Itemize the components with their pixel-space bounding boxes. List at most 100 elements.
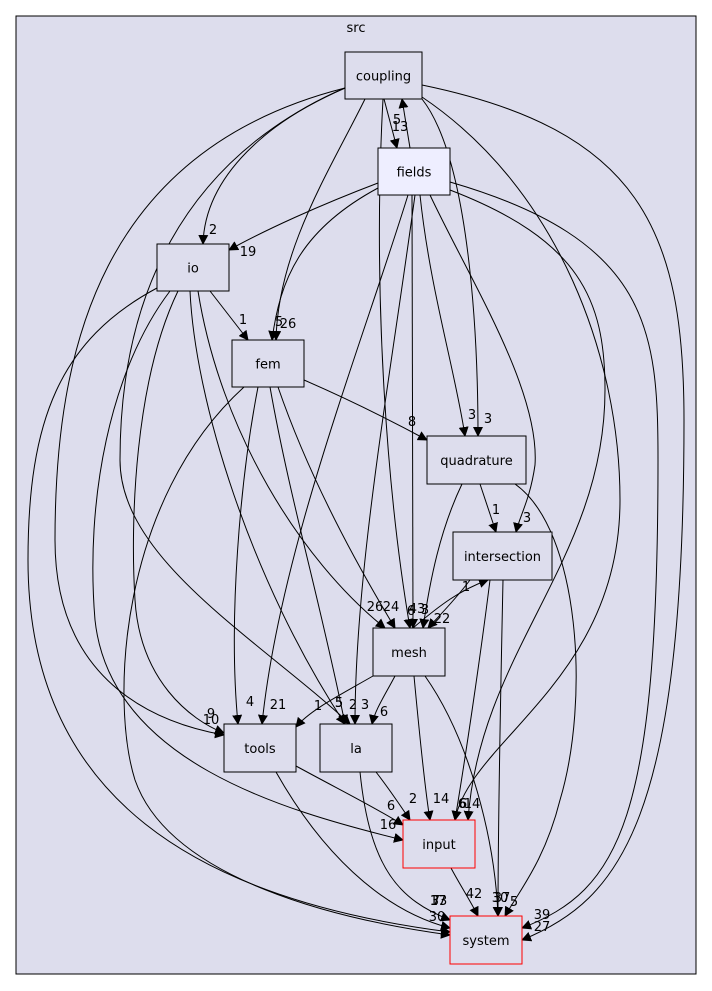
edge-fields-to-io[interactable] (228, 182, 379, 251)
edge-mesh-to-intersection[interactable] (412, 578, 489, 629)
edge-fem-to-la[interactable] (269, 386, 349, 725)
edge-label-mesh-to-tools: 1 (314, 699, 322, 714)
edge-quadrature-to-system[interactable] (504, 483, 577, 917)
edge-coupling-to-input[interactable] (421, 96, 621, 821)
edge-fields-to-system[interactable] (449, 181, 659, 930)
edge-label-fields-to-intersection: 3 (523, 511, 531, 526)
edge-fields-to-fem[interactable] (268, 187, 379, 341)
edge-label-fem-to-la: 5 (335, 696, 343, 711)
node-system[interactable]: system (449, 915, 523, 965)
edge-fem-to-mesh[interactable] (277, 386, 396, 629)
edge-fields-to-quadrature[interactable] (419, 194, 469, 437)
node-tools[interactable]: tools (223, 723, 297, 773)
edge-label-fields-to-quadrature: 3 (468, 408, 476, 423)
edge-io-to-mesh[interactable] (197, 290, 386, 629)
edge-label-la-to-system: 7 (432, 894, 440, 909)
edge-label-coupling-to-la: 2 (349, 698, 357, 713)
node-box-io[interactable] (156, 243, 230, 292)
node-box-la[interactable] (319, 723, 393, 773)
node-fem[interactable]: fem (231, 339, 305, 388)
edge-label-fem-to-mesh: 24 (383, 600, 400, 615)
node-mesh[interactable]: mesh (372, 627, 446, 677)
edge-fields-to-mesh[interactable] (407, 194, 418, 629)
node-box-quadrature[interactable] (426, 435, 527, 485)
node-label-coupling: coupling (356, 70, 411, 85)
edge-quadrature-to-intersection[interactable] (479, 483, 498, 533)
edge-label-mesh-to-intersection: 1 (462, 580, 470, 595)
node-box-input[interactable] (402, 819, 476, 869)
edge-coupling-to-la[interactable] (119, 87, 351, 725)
edge-fields-to-la[interactable] (350, 194, 416, 725)
edge-mesh-to-la[interactable] (369, 675, 396, 725)
node-label-io: io (187, 262, 199, 277)
edge-label-io-to-tools: 9 (207, 707, 215, 722)
edge-label-mesh-to-system: 37 (494, 891, 511, 906)
edge-label-fields-to-mesh: 43 (409, 602, 426, 617)
edge-input-to-system[interactable] (450, 867, 479, 917)
edge-intersection-to-system[interactable] (493, 579, 504, 917)
edge-tools-to-input[interactable] (295, 765, 404, 826)
node-box-tools[interactable] (223, 723, 297, 773)
edge-io-to-tools[interactable] (132, 290, 225, 735)
edge-mesh-to-system[interactable] (424, 675, 503, 917)
edge-label-coupling-to-input: 6 (458, 797, 466, 812)
edge-fields-to-tools[interactable] (257, 194, 409, 725)
edge-io-to-input[interactable] (92, 290, 404, 843)
node-fields[interactable]: fields (377, 147, 451, 196)
edge-label-io-to-mesh: 26 (367, 600, 384, 615)
node-box-mesh[interactable] (372, 627, 446, 677)
node-box-fields[interactable] (377, 147, 451, 196)
edge-intersection-to-input[interactable] (451, 579, 491, 821)
edge-label-fields-to-input: 14 (464, 797, 481, 812)
node-input[interactable]: input (402, 819, 476, 869)
edge-mesh-to-tools[interactable] (295, 675, 374, 728)
edge-label-intersection-to-system: 30 (492, 891, 509, 906)
node-la[interactable]: la (319, 723, 393, 773)
edge-fem-to-quadrature[interactable] (303, 379, 428, 441)
edge-coupling-to-system[interactable] (421, 84, 685, 942)
node-label-system: system (463, 934, 510, 949)
edge-coupling-to-fem[interactable] (271, 98, 366, 341)
edge-fields-to-coupling[interactable] (398, 98, 411, 149)
edge-label-tools-to-input: 6 (387, 799, 395, 814)
edge-label-quadrature-to-mesh: 3 (421, 603, 429, 618)
node-io[interactable]: io (156, 243, 230, 292)
node-box-coupling[interactable] (344, 51, 423, 100)
edge-mesh-to-input[interactable] (413, 675, 434, 821)
node-intersection[interactable]: intersection (452, 531, 553, 581)
edge-coupling-to-quadrature[interactable] (421, 98, 483, 437)
edge-coupling-to-tools[interactable] (54, 87, 346, 739)
edge-fem-to-tools[interactable] (232, 386, 259, 725)
edge-label-coupling-to-system: 27 (534, 920, 551, 935)
edge-la-to-input[interactable] (375, 771, 411, 821)
node-box-system[interactable] (449, 915, 523, 965)
edge-la-to-system[interactable] (359, 771, 451, 922)
node-box-intersection[interactable] (452, 531, 553, 581)
edge-coupling-to-fields[interactable] (383, 98, 400, 149)
edge-label-la-to-input: 2 (409, 792, 417, 807)
node-quadrature[interactable]: quadrature (426, 435, 527, 485)
node-label-quadrature: quadrature (440, 454, 512, 469)
edge-label-fields-to-coupling: 5 (393, 113, 401, 128)
edge-io-to-fem[interactable] (209, 290, 249, 341)
edge-fields-to-input[interactable] (449, 189, 606, 821)
node-label-la: la (350, 742, 362, 757)
edge-io-to-la[interactable] (189, 290, 346, 725)
edge-label-io-to-fem: 1 (239, 313, 247, 328)
node-coupling[interactable]: coupling (344, 51, 423, 100)
edge-fields-to-intersection[interactable] (429, 194, 536, 533)
node-label-input: input (422, 838, 455, 853)
edge-label-fem-to-quadrature: 8 (408, 415, 416, 430)
cluster-label: src (347, 21, 366, 36)
edge-quadrature-to-mesh[interactable] (419, 483, 463, 629)
node-box-fem[interactable] (231, 339, 305, 388)
cluster-src (15, 15, 697, 975)
edge-fem-to-system[interactable] (123, 386, 451, 939)
edge-label-io-to-input: 16 (380, 818, 397, 833)
edge-label-fields-to-tools: 21 (270, 698, 287, 713)
edge-intersection-to-mesh[interactable] (427, 579, 471, 629)
edge-tools-to-system[interactable] (275, 771, 451, 931)
node-label-fem: fem (255, 358, 280, 373)
